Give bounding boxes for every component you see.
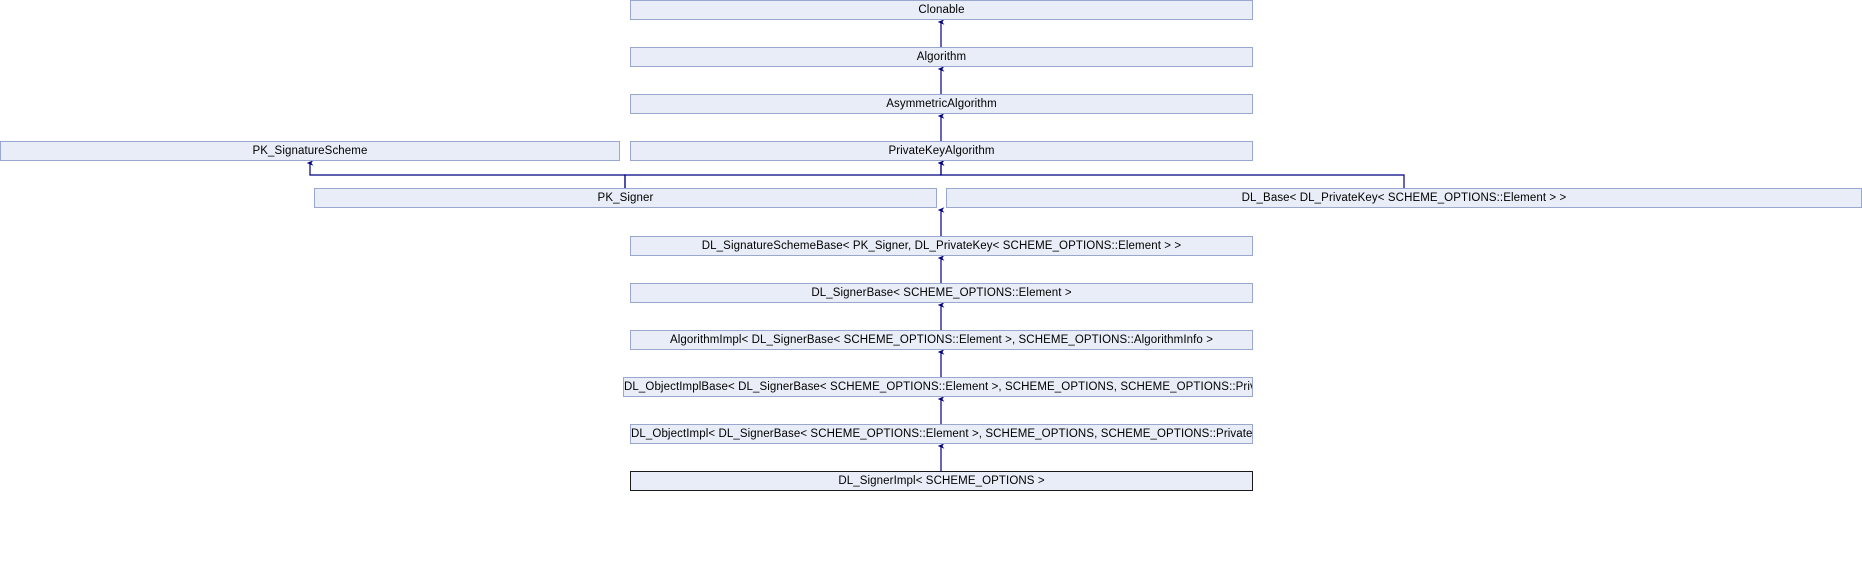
edge-dlbase-to-privatekey <box>937 160 1405 188</box>
class-node-dl-signer-base[interactable]: DL_SignerBase< SCHEME_OPTIONS::Element > <box>630 283 1253 303</box>
class-node-dl-signature-scheme-base[interactable]: DL_SignatureSchemeBase< PK_Signer, DL_Pr… <box>630 236 1253 256</box>
class-node-algorithm-impl[interactable]: AlgorithmImpl< DL_SignerBase< SCHEME_OPT… <box>630 330 1253 350</box>
class-node-dl-object-impl-base[interactable]: DL_ObjectImplBase< DL_SignerBase< SCHEME… <box>623 377 1253 397</box>
class-node-pk-signer[interactable]: PK_Signer <box>314 188 937 208</box>
class-node-dl-object-impl[interactable]: DL_ObjectImpl< DL_SignerBase< SCHEME_OPT… <box>630 424 1253 444</box>
edge-pksigner-to-pksignaturescheme <box>306 160 626 188</box>
class-node-algorithm[interactable]: Algorithm <box>630 47 1253 67</box>
class-node-private-key-algorithm[interactable]: PrivateKeyAlgorithm <box>630 141 1253 161</box>
class-node-clonable[interactable]: Clonable <box>630 0 1253 20</box>
class-node-pk-signature-scheme[interactable]: PK_SignatureScheme <box>0 141 620 161</box>
class-node-dl-base[interactable]: DL_Base< DL_PrivateKey< SCHEME_OPTIONS::… <box>946 188 1862 208</box>
class-node-asymmetric-algorithm[interactable]: AsymmetricAlgorithm <box>630 94 1253 114</box>
class-node-dl-signer-impl[interactable]: DL_SignerImpl< SCHEME_OPTIONS > <box>630 471 1253 491</box>
edge-pksigner-to-privatekey <box>624 160 945 188</box>
